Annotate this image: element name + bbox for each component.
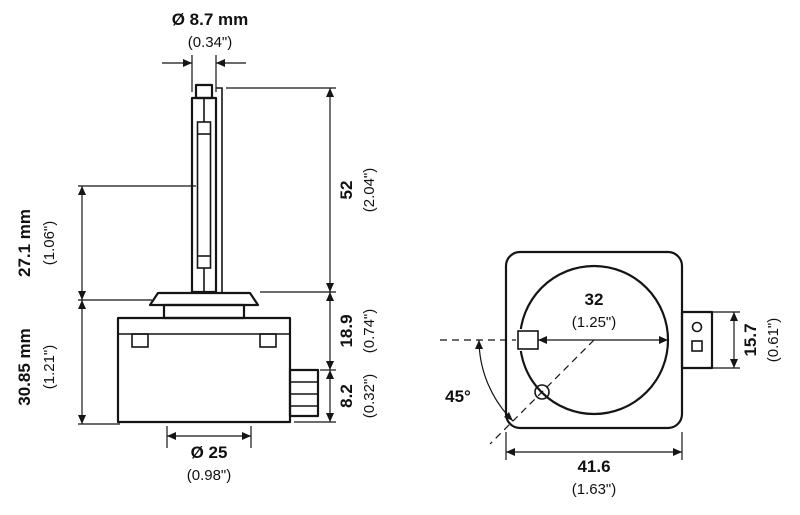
index-notch-detail [534,384,550,400]
arrowhead [326,413,334,422]
dim-inner-diameter: 32 (1.25") [538,290,668,344]
front-view: 32 (1.25") 45° 15.7 (0.61") [440,250,782,498]
keyway-mask [514,329,539,351]
stub-length-inch-label: (0.32") [361,374,378,419]
arrowhead [242,432,251,440]
flange-disc [148,291,260,307]
centerline-diagonal [489,339,595,445]
arrowhead [475,340,483,349]
base-height-inch-label: (1.21") [41,345,58,390]
dim-base-height: 30.85 mm (1.21") [15,300,120,425]
base-diameter-inch-label: (0.98") [187,467,232,484]
arrowhead [326,370,334,379]
arrowhead [506,448,515,456]
connector-stub [288,368,320,418]
dim-base-diameter: Ø 25 (0.98") [166,426,252,484]
arrowhead [730,359,738,368]
top-diameter-mm-label: Ø 8.7 mm [172,10,249,29]
mid-length-mm-label: 18.9 [337,314,356,347]
arrowhead [538,336,547,344]
inner-diameter-inch-label: (1.25") [572,314,617,331]
return-wire [216,87,223,292]
arrowhead [730,312,738,321]
connector-pin-round [691,321,703,333]
dim-keyway-angle: 45° [440,339,595,445]
dim-connector-height: 15.7 (0.61") [712,311,782,369]
dim-right-chain: 52 (2.04") 18.9 (0.74") 8.2 (0.32") [226,87,378,423]
arc-offset-inch-label: (1.06") [41,221,58,266]
tube-length-mm-label: 52 [337,181,356,200]
flange-neck [162,303,246,320]
inner-capsule [196,121,212,269]
base-tab-right [259,333,277,348]
top-diameter-inch-label: (0.34") [188,34,233,51]
tube-top-cap [194,83,214,100]
arrowhead [326,361,334,370]
arrowhead [673,448,682,456]
dim-top-diameter: Ø 8.7 mm (0.34") [162,10,248,92]
base-tab-left [131,333,149,348]
base-width-inch-label: (1.63") [572,481,617,498]
arrowhead [326,292,334,301]
arrowhead [167,432,176,440]
connector-height-inch-label: (0.61") [765,318,782,363]
arrowhead [78,186,86,195]
connector-front [680,310,714,370]
base-width-mm-label: 41.6 [577,457,610,476]
connector-pin-square [691,340,703,352]
base-height-mm-label: 30.85 mm [15,328,34,406]
arc-offset-mm-label: 27.1 mm [15,209,34,277]
glass-tube [190,96,218,294]
keyway-angle-label: 45° [445,387,471,406]
inner-diameter-mm-label: 32 [585,290,604,309]
arrowhead [78,300,86,309]
stub-length-mm-label: 8.2 [337,384,356,408]
mid-length-inch-label: (0.74") [361,309,378,354]
base-diameter-mm-label: Ø 25 [191,443,228,462]
arrowhead [216,59,225,67]
tube-length-inch-label: (2.04") [361,168,378,213]
arrowhead [326,283,334,292]
arrowhead [78,291,86,300]
bulb-side-drawing [116,83,320,424]
arrowhead [326,88,334,97]
dim-arc-offset: 27.1 mm (1.06") [15,185,196,301]
arrowhead [78,415,86,424]
arrowhead [183,59,192,67]
arrowhead [504,412,513,421]
side-view: Ø 8.7 mm (0.34") 52 (2.04") 18.9 (0 [15,10,378,484]
connector-height-mm-label: 15.7 [741,323,760,356]
dim-base-width: 41.6 (1.63") [505,432,683,498]
arrowhead [659,336,668,344]
angle-arc [478,339,514,422]
